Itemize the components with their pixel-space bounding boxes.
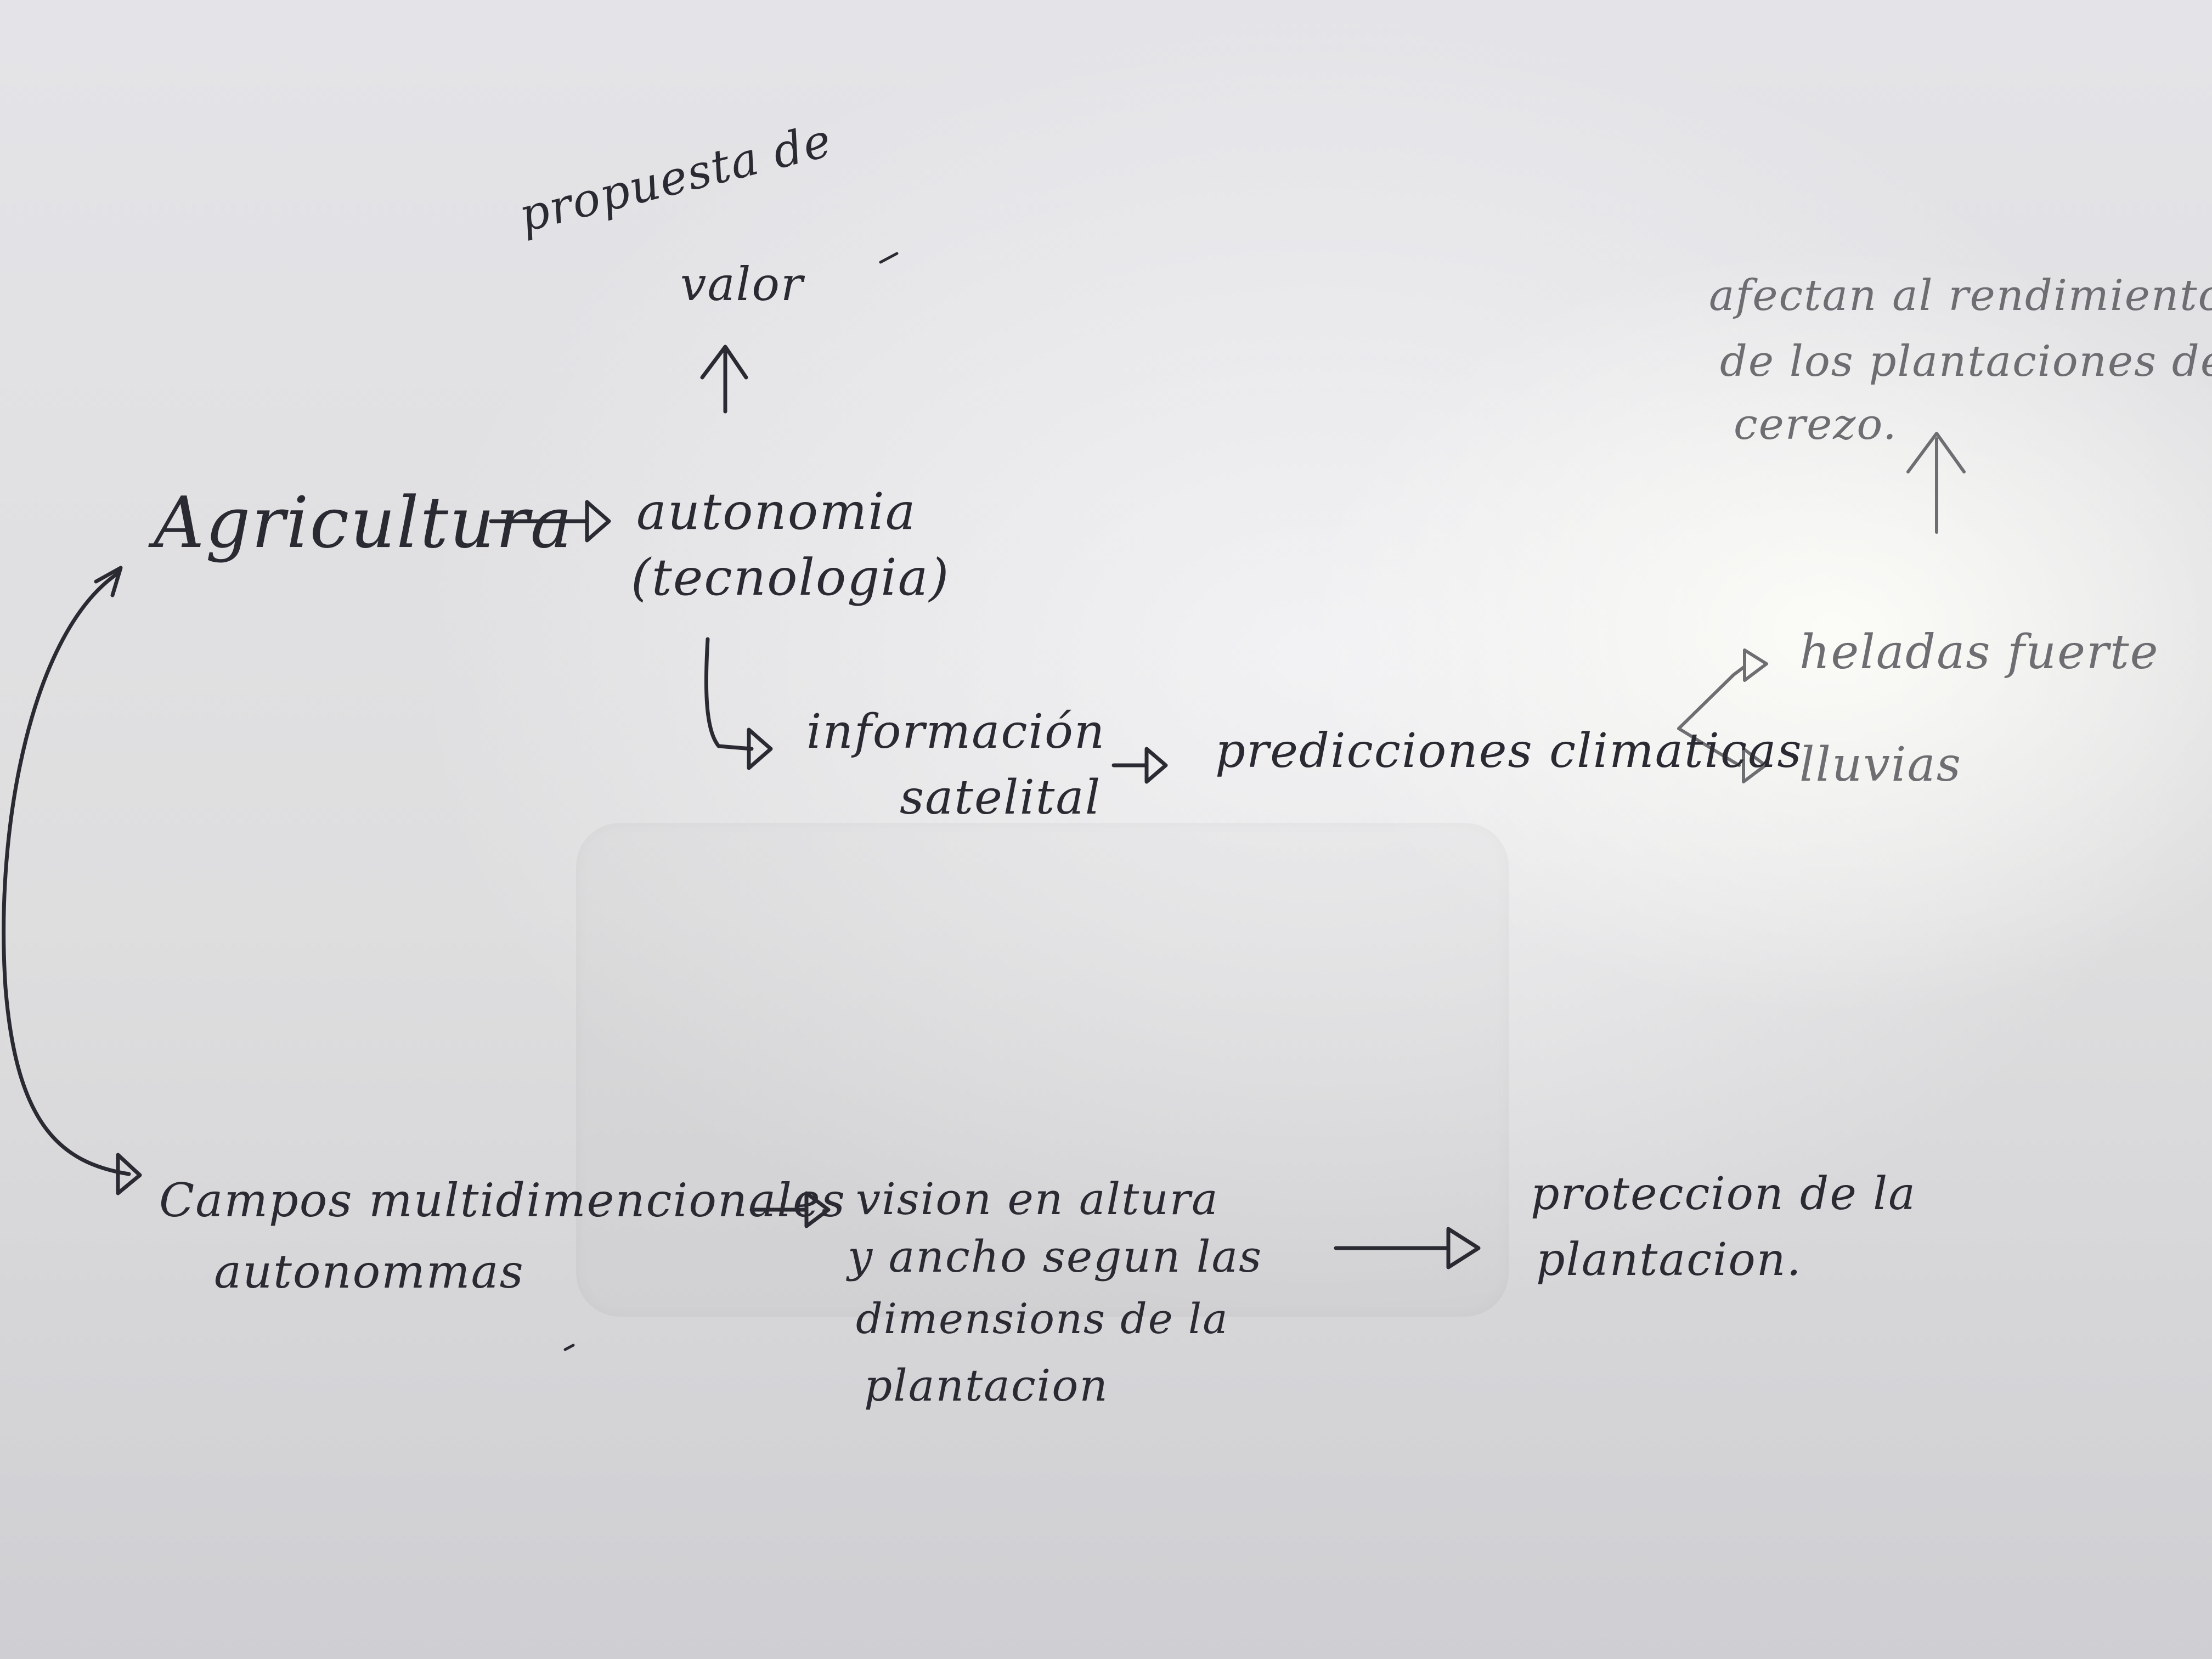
arrow-autonomia-informacion xyxy=(704,637,754,751)
node-proteccion-line1: proteccion de la xyxy=(1531,1168,1917,1220)
node-lluvias: lluvias xyxy=(1799,737,1962,792)
arrow-predicciones-lluvias xyxy=(1677,727,1741,767)
node-informacion-line2: satelital xyxy=(900,770,1102,825)
node-vision-line4: plantacion xyxy=(864,1360,1109,1411)
node-heladas: heladas fuerte xyxy=(1799,625,2159,680)
node-campos-line2: autonommas xyxy=(214,1245,524,1299)
node-proteccion-line2: plantacion. xyxy=(1536,1234,1802,1286)
node-vision-line2: y ancho segun las xyxy=(848,1231,1263,1282)
stray-mark xyxy=(879,252,899,264)
node-afectan-line3: cerezo. xyxy=(1734,400,1898,449)
node-autonomia-line1: autonomia xyxy=(636,482,917,541)
arrow-agricultura-campos xyxy=(2,571,131,1176)
node-propuesta-line2: valor xyxy=(680,257,804,311)
node-campos-line1: Campos multidimencionales xyxy=(159,1173,846,1227)
node-afectan-line1: afectan al rendimiento xyxy=(1709,271,2212,320)
arrow-predicciones-heladas xyxy=(1677,665,1746,730)
node-vision-line1: vision en altura xyxy=(856,1173,1219,1224)
node-afectan-line2: de los plantaciones de xyxy=(1720,337,2212,386)
node-informacion-line1: información xyxy=(806,704,1106,759)
node-predicciones: predicciones climaticas xyxy=(1215,724,1803,778)
stray-mark xyxy=(563,1344,575,1351)
node-vision-line3: dimensions de la xyxy=(856,1294,1229,1343)
node-autonomia-line2: (tecnologia) xyxy=(631,548,950,607)
node-agricultura: Agricultura xyxy=(154,482,573,564)
